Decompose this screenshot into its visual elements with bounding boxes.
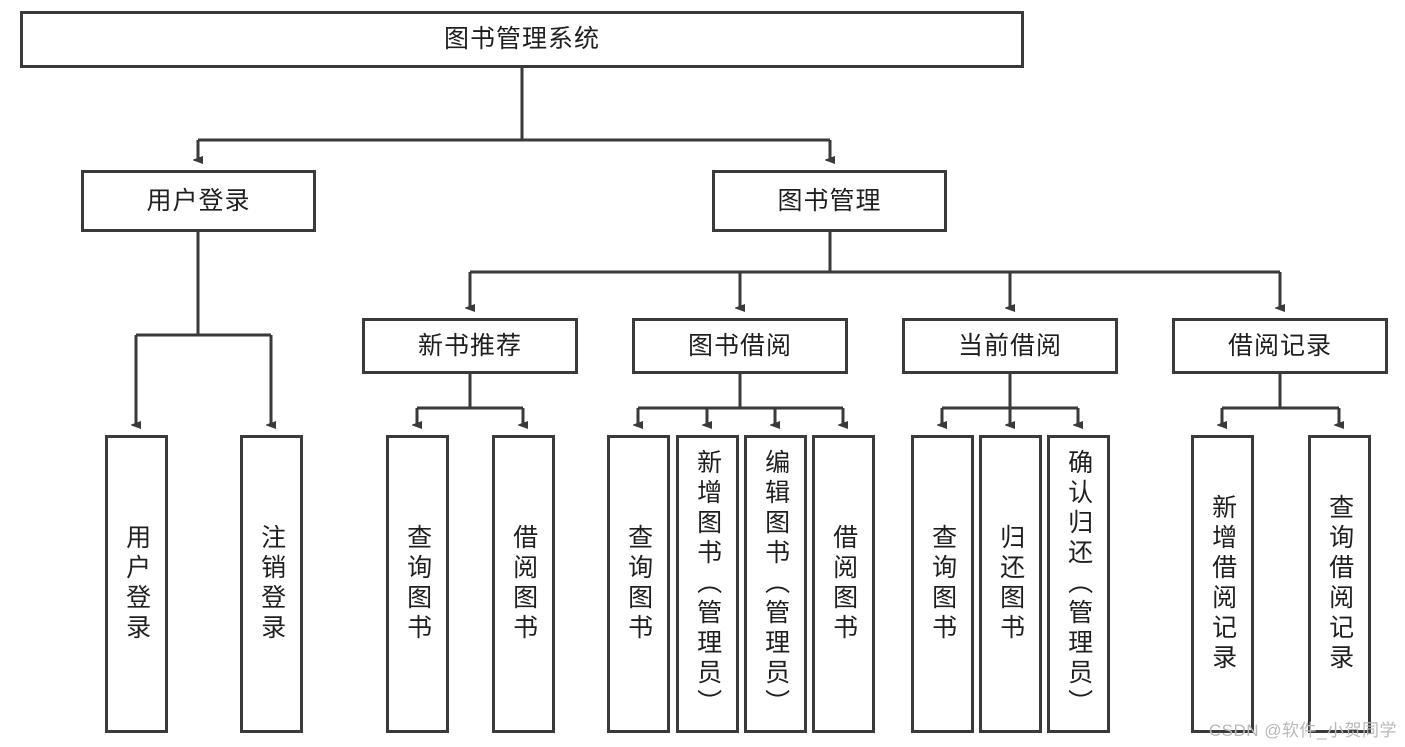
node-label: 新增借阅记录 xyxy=(1208,494,1237,674)
leaf-book-borrow-query[interactable]: 查询图书 xyxy=(607,435,670,733)
leaf-new-book-query[interactable]: 查询图书 xyxy=(386,435,449,733)
node-label: 查询图书 xyxy=(403,524,432,644)
node-label: 用户登录 xyxy=(122,524,151,644)
node-label: 新增图书（管理员） xyxy=(693,449,722,719)
node-label: 归还图书 xyxy=(996,524,1025,644)
leaf-current-borrow-confirm-return[interactable]: 确认归还（管理员） xyxy=(1047,435,1110,733)
node-root-system[interactable]: 图书管理系统 xyxy=(20,11,1024,68)
node-label: 新书推荐 xyxy=(417,331,522,360)
node-label: 查询借阅记录 xyxy=(1325,494,1354,674)
node-label: 图书管理 xyxy=(777,186,882,215)
node-label: 借阅图书 xyxy=(509,524,538,644)
leaf-current-borrow-query[interactable]: 查询图书 xyxy=(911,435,974,733)
leaf-book-borrow-add[interactable]: 新增图书（管理员） xyxy=(676,435,739,733)
node-label: 注销登录 xyxy=(257,524,286,644)
node-book-management[interactable]: 图书管理 xyxy=(712,170,947,232)
leaf-current-borrow-return[interactable]: 归还图书 xyxy=(979,435,1042,733)
node-label: 查询图书 xyxy=(928,524,957,644)
leaf-user-login-signin[interactable]: 用户登录 xyxy=(105,435,168,733)
node-current-borrow[interactable]: 当前借阅 xyxy=(902,318,1118,374)
leaf-borrow-record-add[interactable]: 新增借阅记录 xyxy=(1191,435,1254,733)
leaf-book-borrow-borrow[interactable]: 借阅图书 xyxy=(812,435,875,733)
node-label: 用户登录 xyxy=(146,186,251,215)
leaf-borrow-record-query[interactable]: 查询借阅记录 xyxy=(1308,435,1371,733)
node-user-login[interactable]: 用户登录 xyxy=(81,170,316,232)
node-label: 图书管理系统 xyxy=(443,25,600,54)
node-borrow-record[interactable]: 借阅记录 xyxy=(1172,318,1388,374)
leaf-user-login-signout[interactable]: 注销登录 xyxy=(240,435,303,733)
node-new-book-recommend[interactable]: 新书推荐 xyxy=(362,318,578,374)
node-label: 确认归还（管理员） xyxy=(1064,449,1093,719)
node-label: 借阅图书 xyxy=(829,524,858,644)
node-label: 编辑图书（管理员） xyxy=(761,449,790,719)
node-label: 图书借阅 xyxy=(687,331,792,360)
leaf-new-book-borrow[interactable]: 借阅图书 xyxy=(492,435,555,733)
node-label: 借阅记录 xyxy=(1227,331,1332,360)
node-book-borrow[interactable]: 图书借阅 xyxy=(632,318,848,374)
leaf-book-borrow-edit[interactable]: 编辑图书（管理员） xyxy=(744,435,807,733)
node-label: 当前借阅 xyxy=(957,331,1062,360)
node-label: 查询图书 xyxy=(624,524,653,644)
